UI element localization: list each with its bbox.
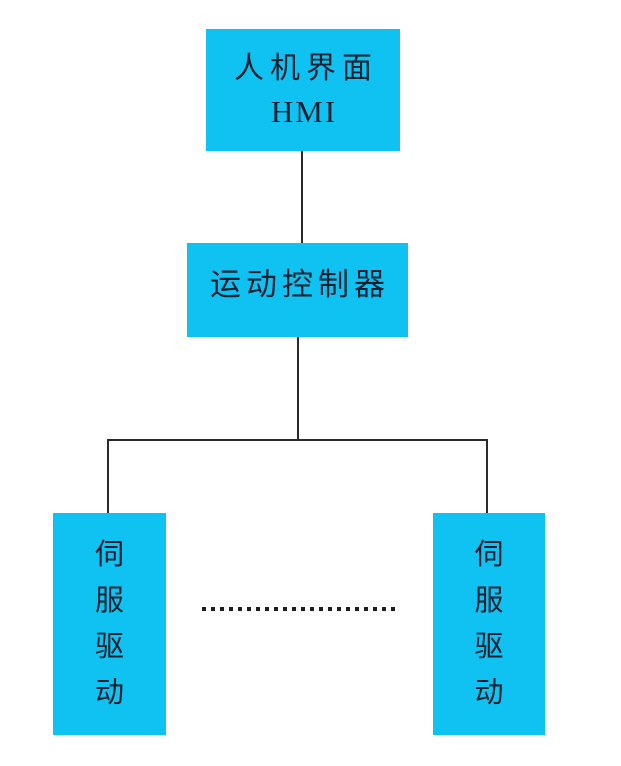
node-servo-drive-left: 伺 服 驱 动 [53,513,166,735]
servo-right-char: 服 [474,584,504,617]
hmi-label-english: HMI [270,93,338,129]
connector-branch-left [107,439,109,514]
connector-branch-horizontal [107,439,488,441]
node-servo-drive-right: 伺 服 驱 动 [433,513,545,735]
connector-hmi-to-controller [301,151,303,243]
servo-left-char: 动 [94,676,124,709]
servo-left-char: 驱 [94,630,124,663]
servo-left-char: 伺 [94,538,124,571]
hmi-label-chinese: 人机界面 [234,51,378,85]
node-hmi: 人机界面 HMI [206,29,400,151]
motion-controller-label: 运动控制器 [210,266,390,302]
connector-controller-stem [297,337,299,441]
servo-right-char: 驱 [474,630,504,663]
servo-right-char: 动 [474,676,504,709]
node-motion-controller: 运动控制器 [187,243,408,337]
servo-right-char: 伺 [474,538,504,571]
servo-left-char: 服 [94,584,124,617]
more-drives-ellipsis [202,607,397,611]
connector-branch-right [486,439,488,514]
